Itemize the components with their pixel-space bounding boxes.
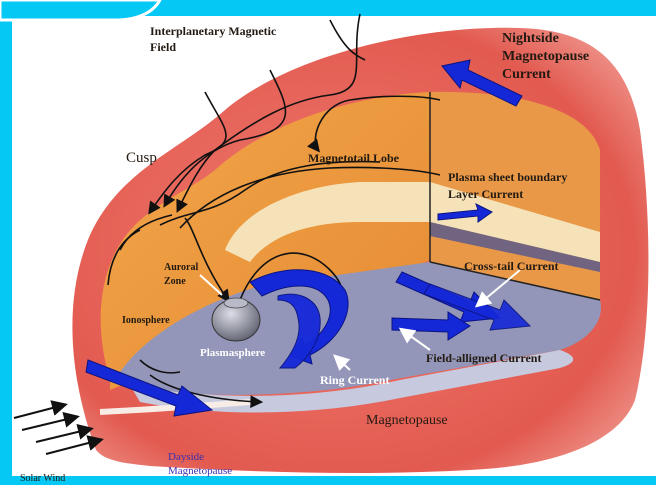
cusp-label: Cusp xyxy=(126,150,157,166)
frame-left-bar xyxy=(0,0,12,485)
ring-current-label: Ring Current xyxy=(320,373,389,387)
frame-bottom-bar xyxy=(0,476,656,485)
auroral-zone-label-line1: Auroral xyxy=(164,262,198,273)
nightside-label-line1: Nightside xyxy=(502,31,559,46)
dayside-label-line2: Magnetopause xyxy=(168,465,232,477)
psbl-label-line2: Layer Current xyxy=(448,187,523,201)
ionosphere-label: Ionosphere xyxy=(122,315,170,326)
plasmasphere-label: Plasmasphere xyxy=(200,347,265,359)
nightside-label-line2: Magnetopause xyxy=(502,49,589,64)
solar-wind-label: Solar Wind xyxy=(20,473,65,484)
imf-label-line1: Interplanetary Magnetic xyxy=(150,24,277,38)
dayside-label-line1: Dayside xyxy=(168,451,204,463)
imf-label-line2: Field xyxy=(150,40,176,54)
auroral-zone-label-line2: Zone xyxy=(164,276,186,287)
cross-tail-current-label: Cross-tail Current xyxy=(464,259,559,273)
psbl-label-line1: Plasma sheet boundary xyxy=(448,170,567,184)
nightside-label-line3: Current xyxy=(502,67,551,82)
magnetotail-lobe-label: Magnetotail Lobe xyxy=(308,151,400,165)
magnetopause-label: Magnetopause xyxy=(366,413,448,428)
field-aligned-current-label: Field-alligned Current xyxy=(426,351,541,365)
earth-polar-cap xyxy=(224,298,248,308)
frame-corner-tab xyxy=(0,0,160,20)
